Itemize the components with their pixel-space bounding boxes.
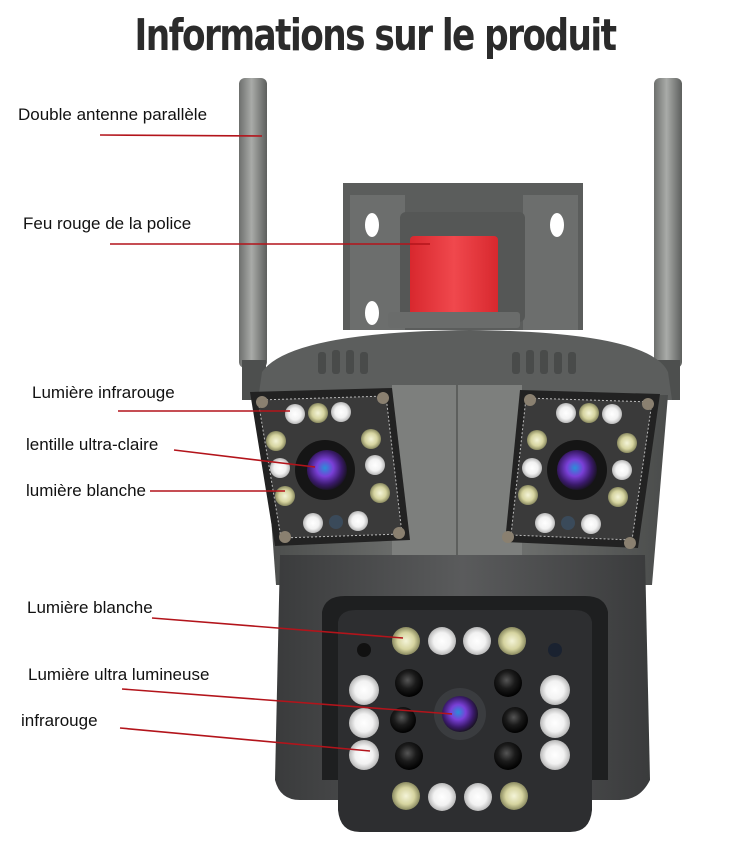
police-light-icon <box>388 236 520 328</box>
callout-antenna: Double antenne parallèle <box>18 105 208 124</box>
callout-police-light: Feu rouge de la police <box>23 214 192 233</box>
callout-white-light-lower: Lumière blanche <box>27 598 153 617</box>
camera-lens-icon <box>434 688 486 740</box>
camera-lens-icon <box>557 450 597 490</box>
right-panel-leds <box>518 403 637 534</box>
callout-infrared-light: Lumière infrarouge <box>32 383 175 402</box>
callout-infrared-lower: infrarouge <box>21 711 98 730</box>
page-title: Informations sur le produit <box>134 10 618 61</box>
camera-lens-icon <box>307 450 347 490</box>
callout-ultra-bright-light: Lumière ultra lumineuse <box>28 665 210 684</box>
callout-white-light-upper: lumière blanche <box>26 481 147 500</box>
callout-ultra-clear-lens: lentille ultra-claire <box>26 435 159 454</box>
